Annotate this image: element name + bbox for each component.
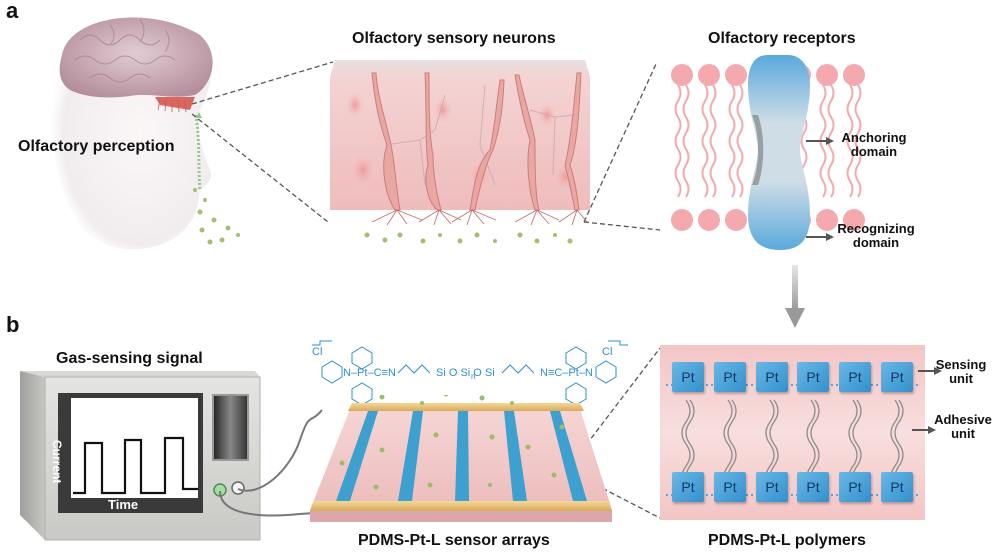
pt-block: Pt — [756, 362, 788, 392]
chem-right-fragment: N≡C–Pt–N — [540, 367, 593, 379]
pt-block: Pt — [797, 472, 829, 502]
anchoring-domain-label: Anchoring domain — [841, 130, 907, 159]
panel-a-letter: a — [6, 0, 19, 23]
pt-block: Pt — [839, 362, 871, 392]
chem-left-fragment: N–Pt–C≡N — [343, 367, 396, 379]
odor-molecules — [339, 395, 565, 490]
olfactory-perception-label: Olfactory perception — [18, 138, 175, 155]
chem-repeat-n: n — [471, 372, 475, 381]
counter-ion-right: Cl — [602, 346, 612, 358]
signal-trace — [73, 436, 198, 495]
pt-block: Pt — [672, 472, 704, 502]
chem-siloxane: Si O Si O Si — [436, 367, 495, 379]
benzene-ring — [565, 382, 587, 406]
airflow-arrow — [194, 114, 202, 191]
pyridine-ring — [565, 346, 587, 370]
transition-down-arrow-icon — [785, 265, 805, 328]
pt-block: Pt — [797, 362, 829, 392]
pt-block: Pt — [881, 472, 913, 502]
pt-block: Pt — [714, 362, 746, 392]
sensing-instrument — [20, 371, 261, 541]
head-illustration — [51, 17, 240, 250]
adhesive-arrow-icon — [912, 426, 936, 434]
sensor-arrays-label: PDMS-Pt-L sensor arrays — [358, 532, 550, 549]
odor-molecules — [364, 232, 573, 244]
panel-b-letter: b — [6, 312, 20, 337]
polymer-background — [660, 345, 925, 520]
counter-ion-left: Cl — [312, 346, 322, 358]
pt-block: Pt — [881, 362, 913, 392]
x-axis-label: Time — [108, 497, 139, 512]
pyridine-ring — [321, 360, 343, 384]
chemical-structure: Cl Cl N–Pt–C≡N Si O Si O Si N≡C–Pt–N n — [312, 340, 628, 406]
gas-sensing-signal-title: Gas-sensing signal — [56, 350, 203, 367]
odor-molecules — [193, 188, 240, 245]
anchoring-arrow-icon — [806, 137, 834, 145]
neuron-tissue-illustration — [330, 60, 590, 244]
pt-block: Pt — [714, 472, 746, 502]
pt-block: Pt — [672, 362, 704, 392]
benzene-ring — [351, 382, 373, 406]
receptor-membrane-illustration — [671, 55, 865, 250]
receptor-protein — [748, 55, 810, 250]
sensing-unit-label: Sensing unit — [935, 357, 987, 386]
display-slot — [212, 394, 249, 461]
pyridine-ring — [351, 346, 373, 370]
pt-block: Pt — [839, 472, 871, 502]
sensor-stripes — [336, 411, 587, 501]
top-electrode — [348, 403, 584, 411]
neurons-title: Olfactory sensory neurons — [352, 30, 556, 47]
sensor-array — [310, 395, 612, 522]
recognizing-domain-label: Recognizing domain — [837, 221, 915, 250]
bottom-electrode — [310, 501, 612, 511]
pyridine-ring — [595, 360, 617, 384]
pt-block: Pt — [756, 472, 788, 502]
neurons — [371, 72, 582, 211]
recognizing-arrow-icon — [806, 233, 834, 241]
sensing-arrow-icon — [918, 367, 942, 375]
polymers-label: PDMS-Pt-L polymers — [708, 532, 866, 549]
adhesive-unit-label: Adhesive unit — [934, 412, 992, 441]
receptors-title: Olfactory receptors — [708, 30, 856, 47]
screen — [71, 398, 198, 498]
